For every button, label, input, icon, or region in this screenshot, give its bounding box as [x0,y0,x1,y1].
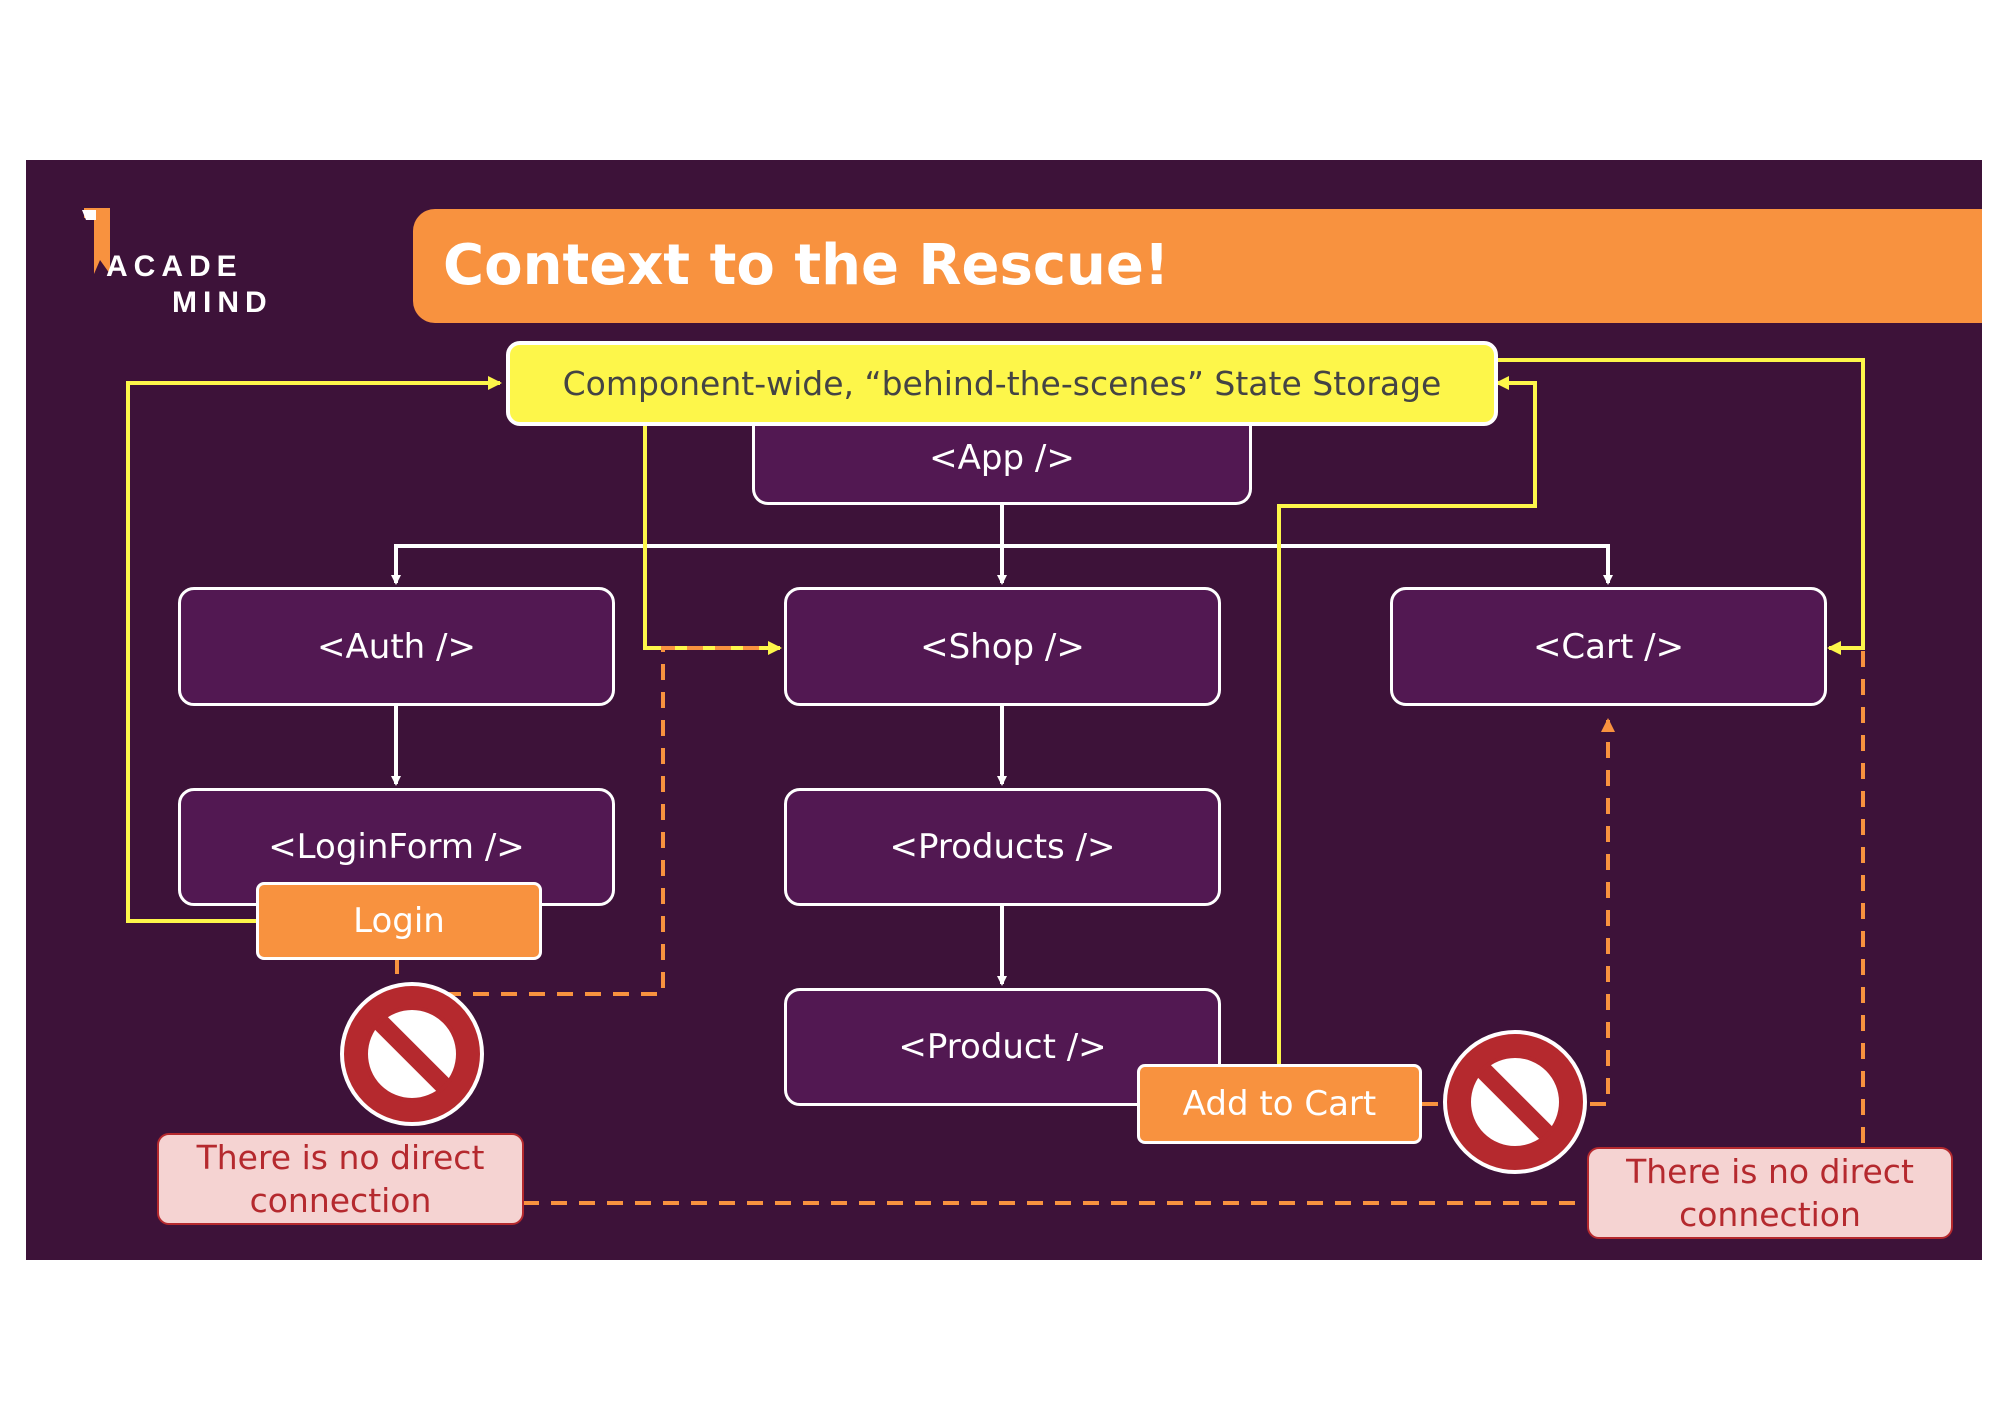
no-entry-icon [1443,1030,1587,1174]
cart-component-label: <Cart /> [1532,626,1685,667]
edge-app-auth [391,544,1002,585]
state-storage-label: Component-wide, “behind-the-scenes” Stat… [562,364,1442,403]
edge-login-to-storage [126,376,502,923]
app-component-label: <App /> [929,438,1075,478]
add-to-cart-button-label: Add to Cart [1182,1084,1377,1124]
logo-text-line1: ACADE [106,250,243,283]
login-button: Login [256,882,542,960]
auth-component: <Auth /> [178,587,615,706]
edge-addtocart-to-storage [1277,376,1537,1068]
shop-component: <Shop /> [784,587,1221,706]
state-storage-box: Component-wide, “behind-the-scenes” Stat… [506,341,1498,426]
no-entry-icon [340,982,484,1126]
auth-component-label: <Auth /> [317,626,476,667]
edge-app-cart [1002,544,1613,585]
edge-storage-to-shop [643,425,782,655]
logo-mark-icon [82,208,110,274]
products-component: <Products /> [784,788,1221,906]
academind-logo: ACADE MIND [80,204,280,329]
no-connection-note-right: There is no direct connection [1587,1147,1953,1239]
no-connection-note-left: There is no direct connection [157,1133,524,1225]
edge-login-shop-broken [395,646,760,996]
tree-edges [391,505,1613,986]
edge-bottom-return-broken [523,648,1865,1205]
context-edges [126,358,1865,1068]
title-bar: Context to the Rescue! [413,209,1982,323]
app-component: <App /> [752,426,1252,505]
logo-text-line2: MIND [172,286,273,319]
slide-title: Context to the Rescue! [443,233,1170,298]
no-connection-note-left-text: There is no direct connection [196,1138,485,1220]
login-button-label: Login [353,901,445,941]
edge-storage-to-cart [1497,358,1865,655]
loginform-component-label: <LoginForm /> [268,827,525,867]
product-component-label: <Product /> [898,1027,1107,1067]
add-to-cart-button: Add to Cart [1137,1064,1422,1144]
shop-component-label: <Shop /> [920,626,1085,667]
cart-component: <Cart /> [1390,587,1827,706]
no-connection-note-right-text: There is no direct connection [1626,1152,1914,1234]
broken-edges [395,646,1865,1205]
products-component-label: <Products /> [889,827,1116,867]
